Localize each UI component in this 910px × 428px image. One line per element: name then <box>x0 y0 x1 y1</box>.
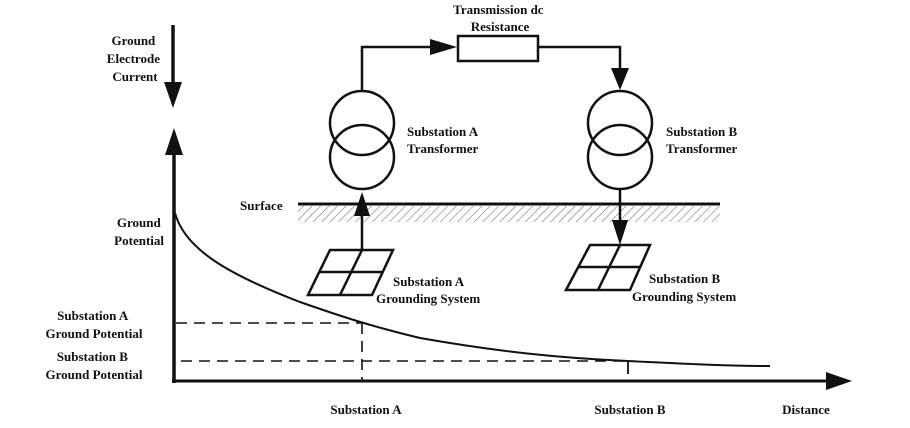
substation-b-ground-potential-label: Substation B Ground Potential <box>46 349 143 382</box>
substation-b-grounding-grid-icon <box>563 243 652 292</box>
x-label-substation-a: Substation A <box>330 402 402 417</box>
substation-a-transformer-label: Substation A Transformer <box>407 124 481 156</box>
substation-b-grounding-label: Substation B Grounding System <box>632 271 736 304</box>
surface-label: Surface <box>240 198 283 213</box>
x-axis-label-distance: Distance <box>782 402 830 417</box>
substation-a-grounding-grid-icon <box>305 248 395 297</box>
substation-a-ground-potential-label: Substation A Ground Potential <box>46 308 143 341</box>
ground-potential-curve <box>174 212 771 367</box>
transmission-resistor-icon <box>456 34 540 63</box>
transmission-resistance-label: Transmission dc Resistance <box>453 2 547 34</box>
substation-b-transformer-icon <box>586 89 654 191</box>
ground-surface <box>298 202 720 222</box>
substation-a-transformer-icon <box>328 89 396 191</box>
substation-b-current-arrow <box>612 189 628 245</box>
ground-electrode-current-arrow <box>164 25 182 108</box>
ground-electrode-current-label: Ground Electrode Current <box>107 33 163 84</box>
substation-a-current-arrow <box>354 192 370 250</box>
x-label-substation-b: Substation B <box>594 402 665 417</box>
ground-potential-label: Ground Potential <box>114 215 164 248</box>
x-axis <box>172 372 852 390</box>
y-axis <box>165 128 183 383</box>
substation-b-transformer-label: Substation B Transformer <box>666 124 740 156</box>
transmission-line <box>360 39 629 90</box>
substation-a-grounding-label: Substation A Grounding System <box>376 274 480 306</box>
